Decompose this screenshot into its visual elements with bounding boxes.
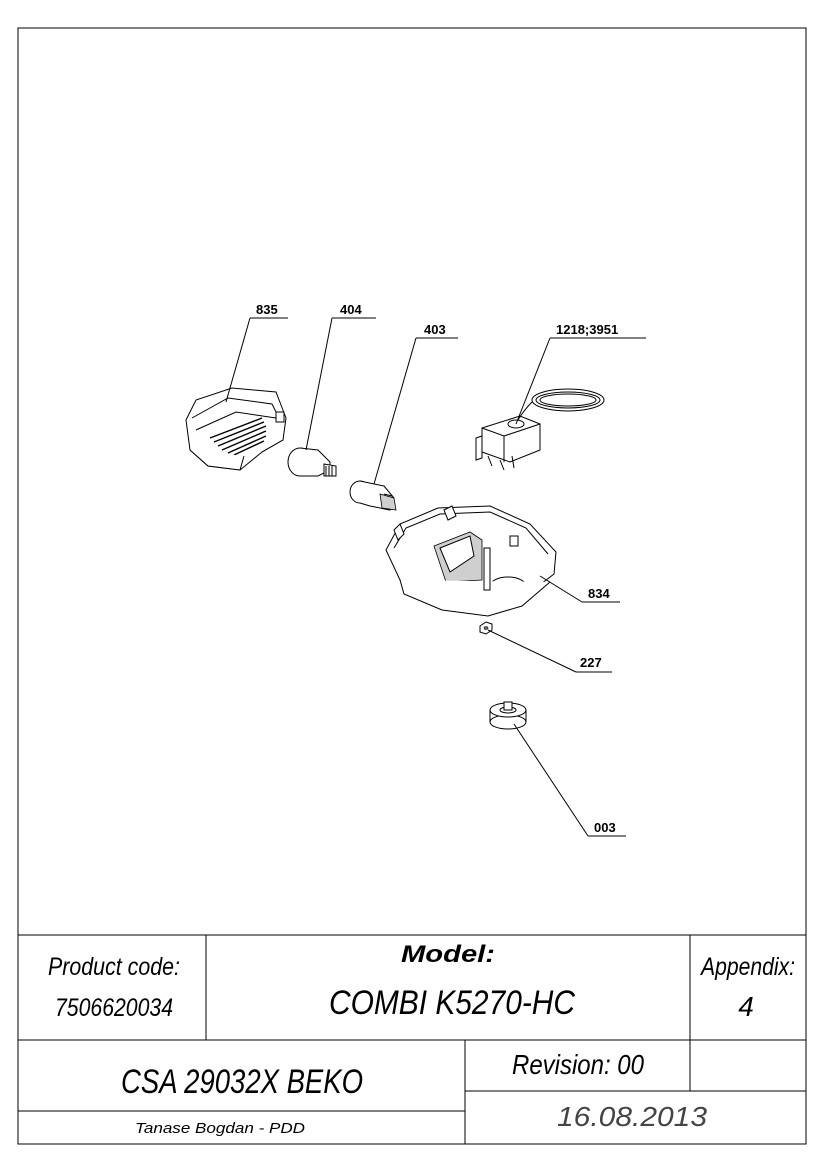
label-227: 227 [580, 655, 602, 670]
leader-003 [513, 723, 589, 837]
label-003: 003 [594, 820, 616, 835]
author: Tanase Bogdan - PDD [135, 1120, 305, 1137]
leader-403 [373, 337, 417, 485]
revision: Revision: 00 [512, 1049, 644, 1080]
part-835-cover [185, 387, 287, 471]
brand-model: CSA 29032X BEKO [121, 1063, 363, 1101]
leader-227 [487, 629, 577, 673]
part-1218-switch [475, 388, 605, 471]
title-block [18, 934, 806, 1144]
part-403-holder [349, 480, 397, 511]
part-227-nut [479, 621, 493, 635]
label-403: 403 [424, 322, 446, 337]
appendix-value: 4 [738, 991, 754, 1022]
product-code-value: 7506620034 [55, 994, 173, 1022]
model-label: Model: [401, 941, 495, 968]
part-834-housing [385, 505, 557, 617]
label-835: 835 [256, 302, 278, 317]
leader-834 [539, 575, 583, 603]
part-003-knob [489, 701, 527, 730]
date: 16.08.2013 [557, 1101, 707, 1132]
label-404: 404 [340, 302, 362, 317]
model-value: COMBI K5270-HC [329, 984, 575, 1022]
leader-1218 [515, 337, 551, 425]
leader-404 [305, 317, 333, 451]
label-834: 834 [588, 586, 610, 601]
appendix-label: Appendix: [699, 953, 795, 981]
label-1218: 1218;3951 [556, 322, 618, 337]
sheet-border [17, 27, 807, 1145]
product-code-label: Product code: [48, 953, 180, 981]
part-404-bulb [287, 447, 337, 477]
leader-835 [225, 317, 251, 403]
